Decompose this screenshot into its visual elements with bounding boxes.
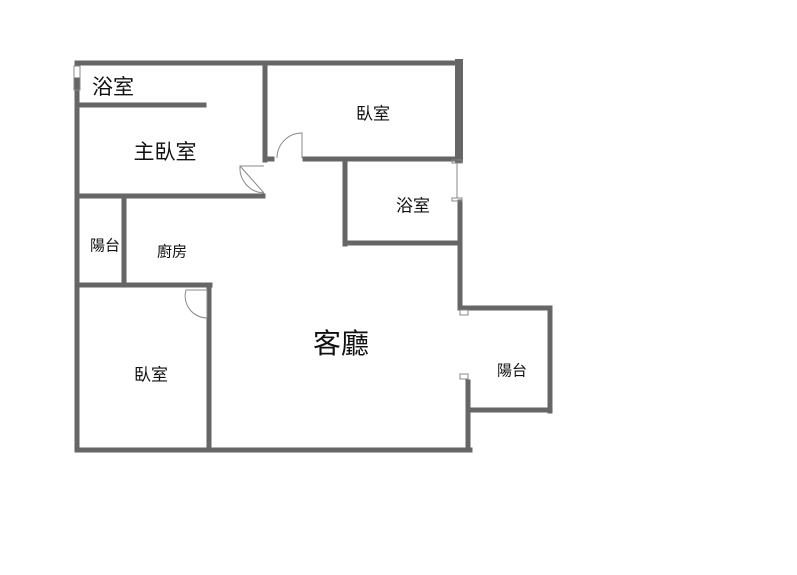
room-label-balcony-left: 陽台 (89, 236, 121, 255)
room-label-bedroom-top: 臥室 (356, 104, 390, 125)
room-label-living-room: 客廳 (312, 327, 370, 360)
doors (73, 65, 469, 380)
room-label-kitchen: 廚房 (156, 242, 188, 261)
room-label-master-bedroom: 主臥室 (133, 140, 197, 164)
room-label-bath-right: 浴室 (396, 196, 430, 217)
walls (74, 59, 553, 453)
room-label-balcony-right: 陽台 (496, 361, 528, 380)
room-label-bath-master: 浴室 (92, 75, 134, 99)
room-label-bedroom-bottom: 臥室 (134, 365, 168, 386)
